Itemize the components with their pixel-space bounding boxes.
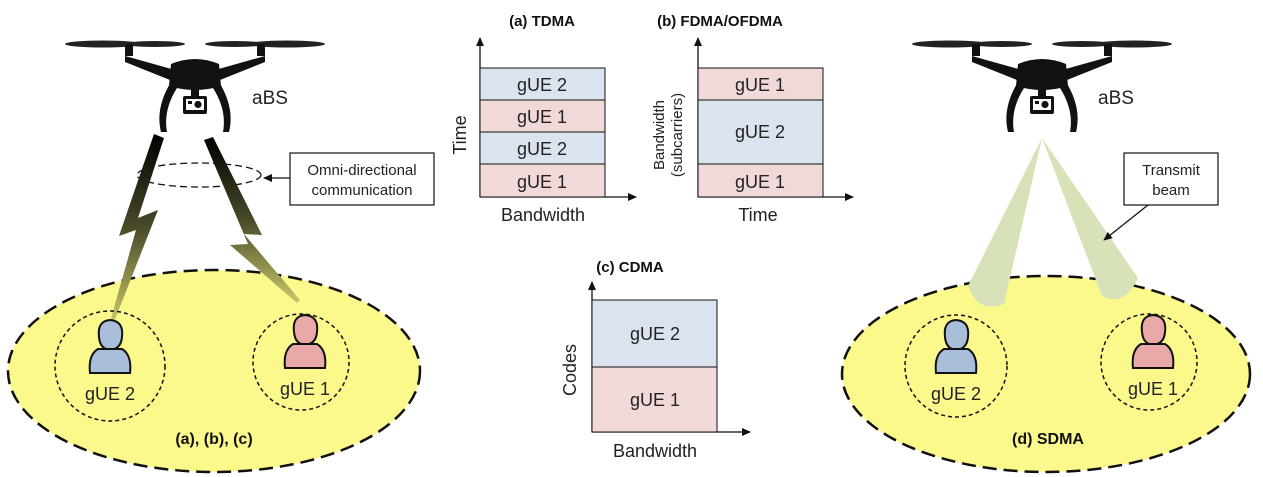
- beam-callout-line-1: Transmit: [1142, 162, 1201, 179]
- user-label-right: gUE 1: [280, 379, 330, 399]
- beam-callout-box: [1123, 152, 1219, 206]
- tdma-y-label: Time: [450, 115, 470, 154]
- omni-callout-box: [289, 152, 435, 206]
- cdma-cell-label: gUE 2: [630, 324, 680, 344]
- user-label-left: gUE 2: [85, 384, 135, 404]
- tdma-cell-label: gUE 2: [517, 75, 567, 95]
- transmit-beam-left: [968, 138, 1042, 307]
- scene-caption-right: (d) SDMA: [1012, 431, 1084, 448]
- beam-callout-line-2: beam: [1152, 182, 1190, 199]
- right-scene: aBS Transmit beam gUE 2 gUE 1 (d) SDMA: [840, 40, 1252, 474]
- tdma-title: (a) TDMA: [509, 13, 575, 30]
- left-scene: aBS Omni-directional communication gUE 2…: [6, 40, 435, 474]
- tdma-cell: [479, 67, 606, 101]
- callout-arrow: [1103, 204, 1149, 241]
- tdma-cell: [479, 163, 606, 198]
- lightning-bolt-icon: [110, 134, 164, 322]
- drone-icon: [65, 40, 325, 132]
- cdma-title: (c) CDMA: [596, 259, 664, 276]
- tdma-x-label: Bandwidth: [501, 205, 585, 225]
- fdma-cell-label: gUE 2: [735, 122, 785, 142]
- fdma-cell: [697, 163, 824, 198]
- tdma-cell-label: gUE 1: [517, 107, 567, 127]
- scene-caption-left: (a), (b), (c): [175, 431, 252, 448]
- cdma-y-label: Codes: [560, 344, 580, 396]
- fdma-chart: (b) FDMA/OFDMA gUE 1 gUE 2 gUE 1 Bandwid…: [651, 13, 854, 225]
- fdma-cell-label: gUE 1: [735, 172, 785, 192]
- transmit-beam-right: [1042, 138, 1138, 300]
- user-zone-circle: [904, 314, 1008, 418]
- tdma-chart: (a) TDMA gUE 2 gUE 1 gUE 2 gUE 1 Time Ba…: [450, 13, 637, 225]
- user-label-right: gUE 1: [1128, 379, 1178, 399]
- cdma-x-label: Bandwidth: [613, 441, 697, 461]
- drone-label-left: aBS: [252, 88, 288, 109]
- fdma-title: (b) FDMA/OFDMA: [657, 13, 783, 30]
- fdma-y-sublabel: (subcarriers): [669, 93, 686, 177]
- user-zone-circle: [252, 313, 350, 411]
- tdma-cell-label: gUE 1: [517, 172, 567, 192]
- cdma-cell: [591, 366, 718, 433]
- user-label-left: gUE 2: [931, 384, 981, 404]
- fdma-y-label: Bandwidth: [651, 100, 668, 170]
- tdma-cell: [479, 131, 606, 165]
- drone-label-right: aBS: [1098, 88, 1134, 109]
- fdma-cell-label: gUE 1: [735, 75, 785, 95]
- user-zone-circle: [1100, 313, 1198, 411]
- cdma-cell-label: gUE 1: [630, 390, 680, 410]
- omni-callout-line-2: communication: [312, 182, 413, 199]
- omni-callout-line-1: Omni-directional: [307, 162, 416, 179]
- omni-pattern-ellipse: [136, 162, 262, 188]
- drone-icon: [912, 40, 1172, 132]
- fdma-x-label: Time: [738, 205, 777, 225]
- cdma-chart: (c) CDMA gUE 2 gUE 1 Codes Bandwidth: [560, 259, 751, 461]
- cdma-cell: [591, 299, 718, 368]
- user-zone-circle: [54, 310, 166, 422]
- lightning-bolt-icon: [204, 137, 300, 303]
- tdma-cell-label: gUE 2: [517, 139, 567, 159]
